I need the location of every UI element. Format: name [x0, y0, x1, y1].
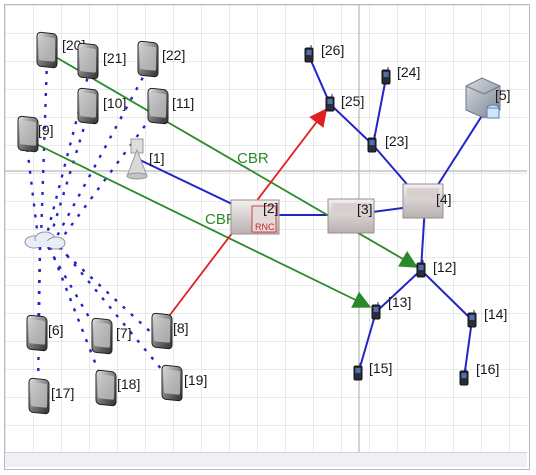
node-2[interactable]: RNC [2]	[230, 199, 280, 235]
wireless-links	[24, 59, 173, 393]
node-12[interactable]: [12]	[416, 259, 456, 278]
horizontal-scrollbar[interactable]	[5, 452, 527, 467]
node-18[interactable]: [18]	[95, 369, 140, 407]
node-label: [7]	[116, 325, 132, 341]
node-label: [5]	[495, 87, 511, 103]
node-label: [2]	[263, 200, 279, 216]
node-label: [14]	[484, 306, 507, 322]
handset-nodes: [26] [24] [25] [23] [12] [13] [14] [15] [16]	[304, 42, 507, 386]
node-6[interactable]: [6]	[26, 314, 64, 352]
node-25[interactable]: [25]	[325, 93, 364, 112]
node-label: [23]	[385, 133, 408, 149]
node-label: [6]	[48, 322, 64, 338]
mobile-phone-icon	[26, 314, 48, 352]
node-label: [13]	[388, 294, 411, 310]
node-10[interactable]: [10]	[77, 87, 126, 125]
cbr-label-2: CBR	[205, 211, 237, 228]
node-label: [18]	[117, 376, 140, 392]
node-26[interactable]: [26]	[304, 42, 344, 63]
node-label: [22]	[162, 47, 185, 63]
node-11[interactable]: [11]	[147, 87, 194, 125]
node-label: [10]	[103, 95, 126, 111]
cbr-flow-arrow-2	[27, 139, 372, 308]
node-8[interactable]: [8]	[151, 312, 189, 350]
antenna-icon	[126, 138, 148, 180]
node-16[interactable]: [16]	[459, 361, 499, 386]
mobile-phone-icon	[17, 115, 39, 153]
node-label: [15]	[369, 360, 392, 376]
node-7[interactable]: [7]	[91, 317, 132, 355]
node-label: [16]	[476, 361, 499, 377]
router-box-icon	[402, 183, 444, 219]
node-label: [8]	[173, 320, 189, 336]
handset-icon	[367, 135, 377, 153]
node-label: [24]	[397, 64, 420, 80]
node-22[interactable]: [22]	[137, 40, 185, 78]
server-icon	[465, 77, 501, 119]
mobile-phone-icon	[77, 42, 99, 80]
node-label: [12]	[433, 259, 456, 275]
node-label: [4]	[436, 191, 452, 207]
node-label: [11]	[172, 95, 194, 111]
handset-icon	[353, 363, 363, 381]
node-14[interactable]: [14]	[467, 306, 507, 328]
mobile-nodes: [20][21][22][10][11][9][6][7][8][17][18]…	[17, 31, 207, 415]
rnc-text: RNC	[255, 222, 275, 232]
node-24[interactable]: [24]	[381, 64, 420, 85]
handset-icon	[371, 302, 381, 320]
node-9[interactable]: [9]	[17, 115, 54, 153]
node-13[interactable]: [13]	[371, 294, 411, 320]
handset-icon	[467, 310, 477, 328]
mobile-phone-icon	[36, 31, 58, 69]
mobile-phone-icon	[137, 40, 159, 78]
node-21[interactable]: [21]	[77, 42, 126, 80]
cbr-label-1: CBR	[237, 150, 269, 167]
node-1[interactable]: [1]	[126, 138, 165, 180]
node-label: [3]	[357, 201, 373, 217]
node-19[interactable]: [19]	[161, 364, 207, 402]
node-label: [1]	[149, 150, 165, 166]
node-3[interactable]: [3]	[327, 198, 375, 234]
handset-icon	[325, 94, 335, 112]
handset-icon	[459, 368, 469, 386]
node-label: [21]	[103, 50, 126, 66]
node-15[interactable]: [15]	[353, 360, 392, 381]
mobile-phone-icon	[95, 369, 117, 407]
router-box-icon: RNC	[230, 199, 280, 235]
router-box-icon	[327, 198, 375, 234]
handset-icon	[304, 45, 314, 63]
node-17[interactable]: [17]	[28, 377, 74, 415]
mobile-phone-icon	[91, 317, 113, 355]
mobile-phone-icon	[147, 87, 169, 125]
node-label: [26]	[321, 42, 344, 58]
handset-icon	[381, 67, 391, 85]
node-23[interactable]: [23]	[367, 133, 408, 153]
node-label: [25]	[341, 93, 364, 109]
node-5[interactable]: [5]	[465, 77, 511, 119]
cloud-icon[interactable]	[24, 231, 66, 250]
mobile-phone-icon	[151, 312, 173, 350]
node-label: [19]	[184, 372, 207, 388]
mobile-phone-icon	[28, 377, 50, 415]
mobile-phone-icon	[77, 87, 99, 125]
handset-icon	[416, 260, 426, 278]
node-label: [17]	[51, 385, 74, 401]
node-label: [9]	[38, 122, 54, 138]
node-4[interactable]: [4]	[402, 183, 452, 219]
mobile-phone-icon	[161, 364, 183, 402]
